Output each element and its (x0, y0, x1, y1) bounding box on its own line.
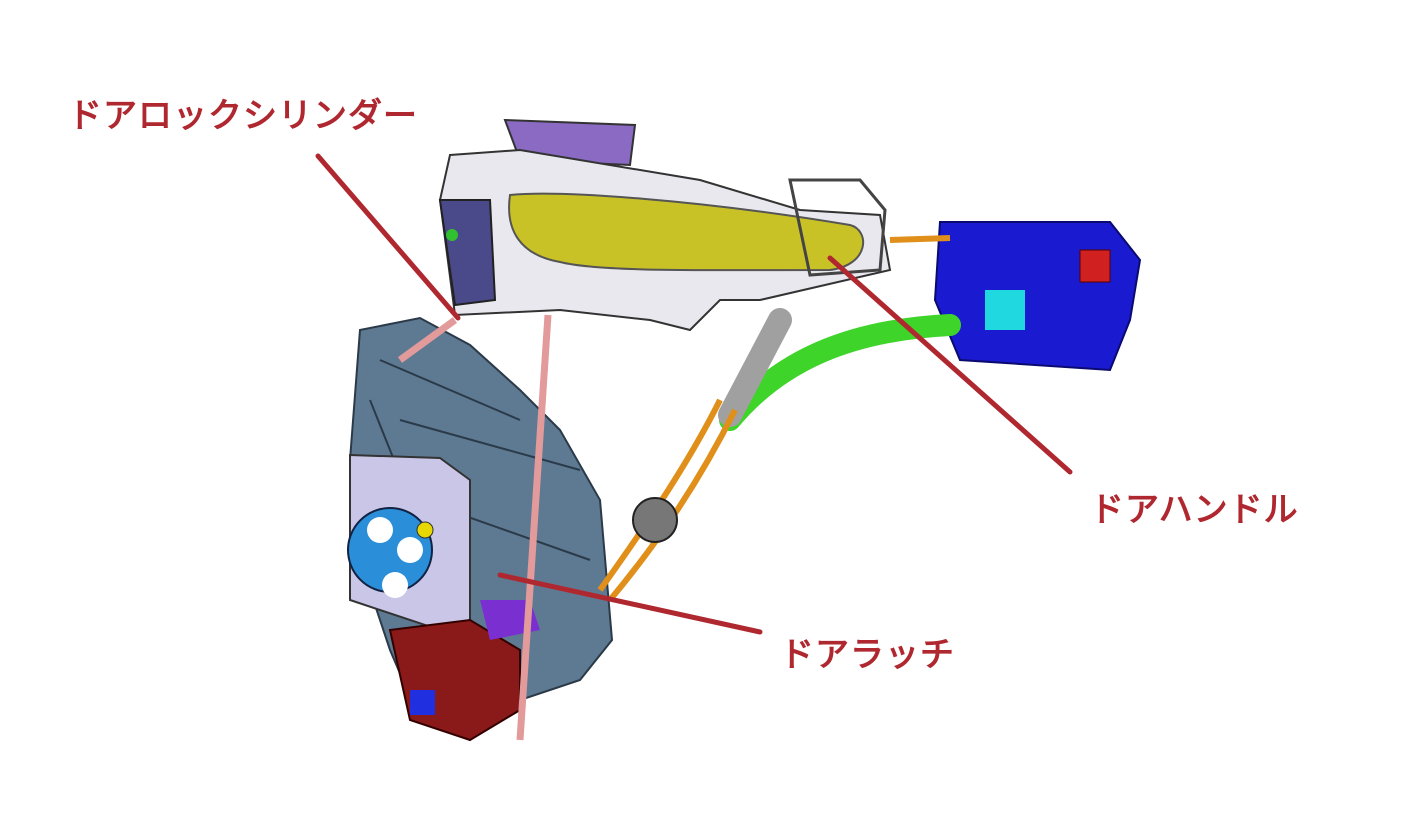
door-latch-assembly (347, 316, 614, 742)
leader-line-lock-cylinder (315, 153, 461, 321)
door-handle-assembly (438, 118, 892, 332)
cables (397, 235, 961, 741)
leader-line-door-latch (497, 572, 763, 635)
leader-line-door-handle (827, 255, 1073, 475)
label-door-handle: ドアハンドル (1090, 490, 1299, 530)
handle-actuator-module (933, 221, 1142, 372)
label-door-latch: ドアラッチ (780, 635, 955, 675)
label-door-lock-cylinder: ドアロックシリンダー (68, 96, 418, 136)
